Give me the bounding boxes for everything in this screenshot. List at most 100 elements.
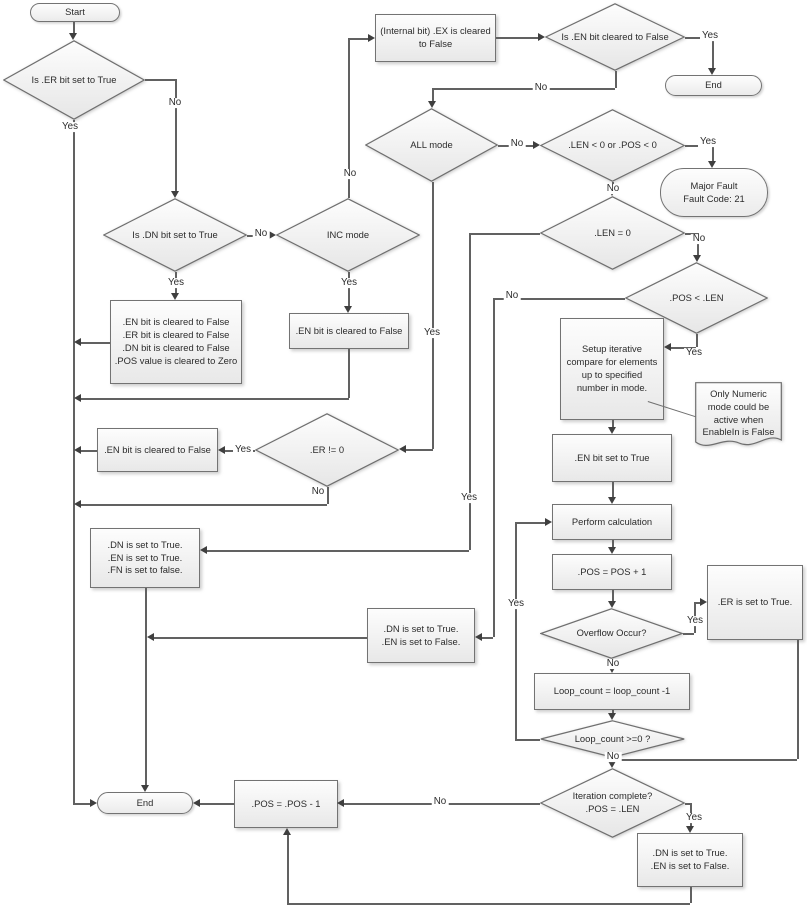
node-label: Major Fault Fault Code: 21 [683, 179, 745, 204]
edge-label: No [166, 97, 184, 109]
connector-line [80, 504, 327, 506]
arrow-head [708, 161, 716, 168]
node-label: Start [65, 6, 85, 18]
connector-line [432, 182, 434, 449]
process-perform-calculation: Perform calculation [552, 504, 672, 540]
node-label: .EN bit is cleared to False [104, 443, 211, 455]
edge-label: No [508, 138, 526, 150]
node-label: Loop_count = loop_count -1 [553, 685, 671, 697]
arrow-head [344, 306, 352, 313]
node-label: .POS = .POS - 1 [251, 797, 321, 809]
document-shape [695, 382, 782, 446]
arrow-head [608, 547, 616, 554]
connector-line [612, 540, 614, 547]
connector-line [348, 349, 350, 398]
arrow-head [69, 33, 77, 40]
connector-line [612, 482, 614, 497]
node-label: (Internal bit) .EX is cleared to False [380, 25, 491, 49]
connector-line [493, 298, 625, 300]
node-label: .ER is set to True. [717, 596, 793, 608]
connector-line [348, 38, 350, 198]
node-label: Loop_count >=0 ? [574, 732, 651, 744]
edge-label: No [341, 168, 359, 180]
node-label: Overflow Occur? [576, 627, 647, 639]
connector-line [348, 272, 350, 306]
connector-line [690, 887, 692, 903]
connector-line [685, 233, 697, 235]
arrow-head [200, 546, 207, 554]
arrow-head [90, 799, 97, 807]
connector-line [615, 71, 617, 88]
connector-line [405, 449, 433, 451]
connector-line [348, 38, 368, 40]
connector-line [73, 22, 75, 33]
node-label: Is .EN bit cleared to False [561, 30, 669, 42]
node-label: .DN is set to True. .EN is set to False. [650, 847, 730, 871]
node-label: .ER != 0 [309, 443, 345, 455]
arrow-head [74, 500, 81, 508]
connector-line [515, 739, 540, 741]
connector-line [712, 37, 714, 68]
process-setup-iterative-compare: Setup iterative compare for elements up … [560, 318, 664, 420]
edge-label: Yes [459, 492, 479, 504]
connector-line [287, 835, 289, 903]
arrow-head [171, 293, 179, 300]
edge-label: No [309, 486, 327, 498]
connector-line [145, 588, 147, 785]
connector-line [80, 342, 110, 344]
connector-line [612, 420, 614, 427]
connector-line [153, 637, 367, 639]
arrow-head [147, 633, 154, 641]
arrow-head [283, 828, 291, 835]
arrow-head [193, 799, 200, 807]
diamond-shape [3, 40, 145, 120]
arrow-head [171, 191, 179, 198]
process-pos-increment: .POS = POS + 1 [552, 554, 672, 590]
connector-line [200, 803, 234, 805]
edge-label: No [690, 233, 708, 245]
process-en-set-true: .EN bit set to True [552, 434, 672, 482]
connector-line [685, 803, 690, 805]
process-en-cleared-er: .EN bit is cleared to False [97, 428, 218, 472]
edge-label: Yes [700, 30, 720, 42]
node-label: Is .DN bit set to True [132, 228, 218, 240]
note-only-numeric-mode: Only Numeric mode could be active when E… [695, 382, 782, 455]
connector-line [685, 37, 712, 39]
connector-line [80, 398, 349, 400]
arrow-head [428, 101, 436, 108]
connector-line [515, 522, 545, 524]
arrow-head [608, 761, 616, 768]
process-clear-all-bits: .EN bit is cleared to False .ER bit is c… [110, 300, 242, 384]
process-internal-ex-cleared: (Internal bit) .EX is cleared to False [375, 14, 496, 62]
node-label: .DN is set to True. .EN is set to False. [381, 622, 461, 647]
arrow-head [664, 343, 671, 351]
diamond-shape [540, 109, 685, 182]
arrow-head [545, 518, 552, 526]
arrow-head [74, 338, 81, 346]
connector-line [469, 233, 540, 235]
diamond-shape [365, 108, 498, 182]
diamond-shape [540, 768, 685, 838]
connector-line [612, 710, 614, 713]
connector-line [493, 298, 495, 637]
node-label: Setup iterative compare for elements up … [566, 343, 658, 393]
terminator-major-fault: Major Fault Fault Code: 21 [660, 168, 768, 217]
edge-label: Yes [684, 812, 704, 824]
node-label: .EN bit set to True [574, 451, 650, 463]
diamond-shape [103, 198, 247, 272]
node-label: End [705, 79, 722, 91]
arrow-head [608, 713, 616, 720]
edge-label: Yes [339, 277, 359, 289]
arrow-head [538, 33, 545, 41]
connector-line [696, 334, 698, 347]
decision-all-mode: ALL mode [365, 108, 498, 182]
connector-line [670, 347, 696, 349]
edge-label: No [604, 658, 622, 670]
arrow-head [608, 601, 616, 608]
arrow-head [218, 446, 225, 454]
process-pos-decrement: .POS = .POS - 1 [234, 780, 338, 828]
node-label: .EN bit is cleared to False .ER bit is c… [114, 316, 238, 366]
arrow-head [608, 666, 616, 673]
arrow-head [141, 785, 149, 792]
